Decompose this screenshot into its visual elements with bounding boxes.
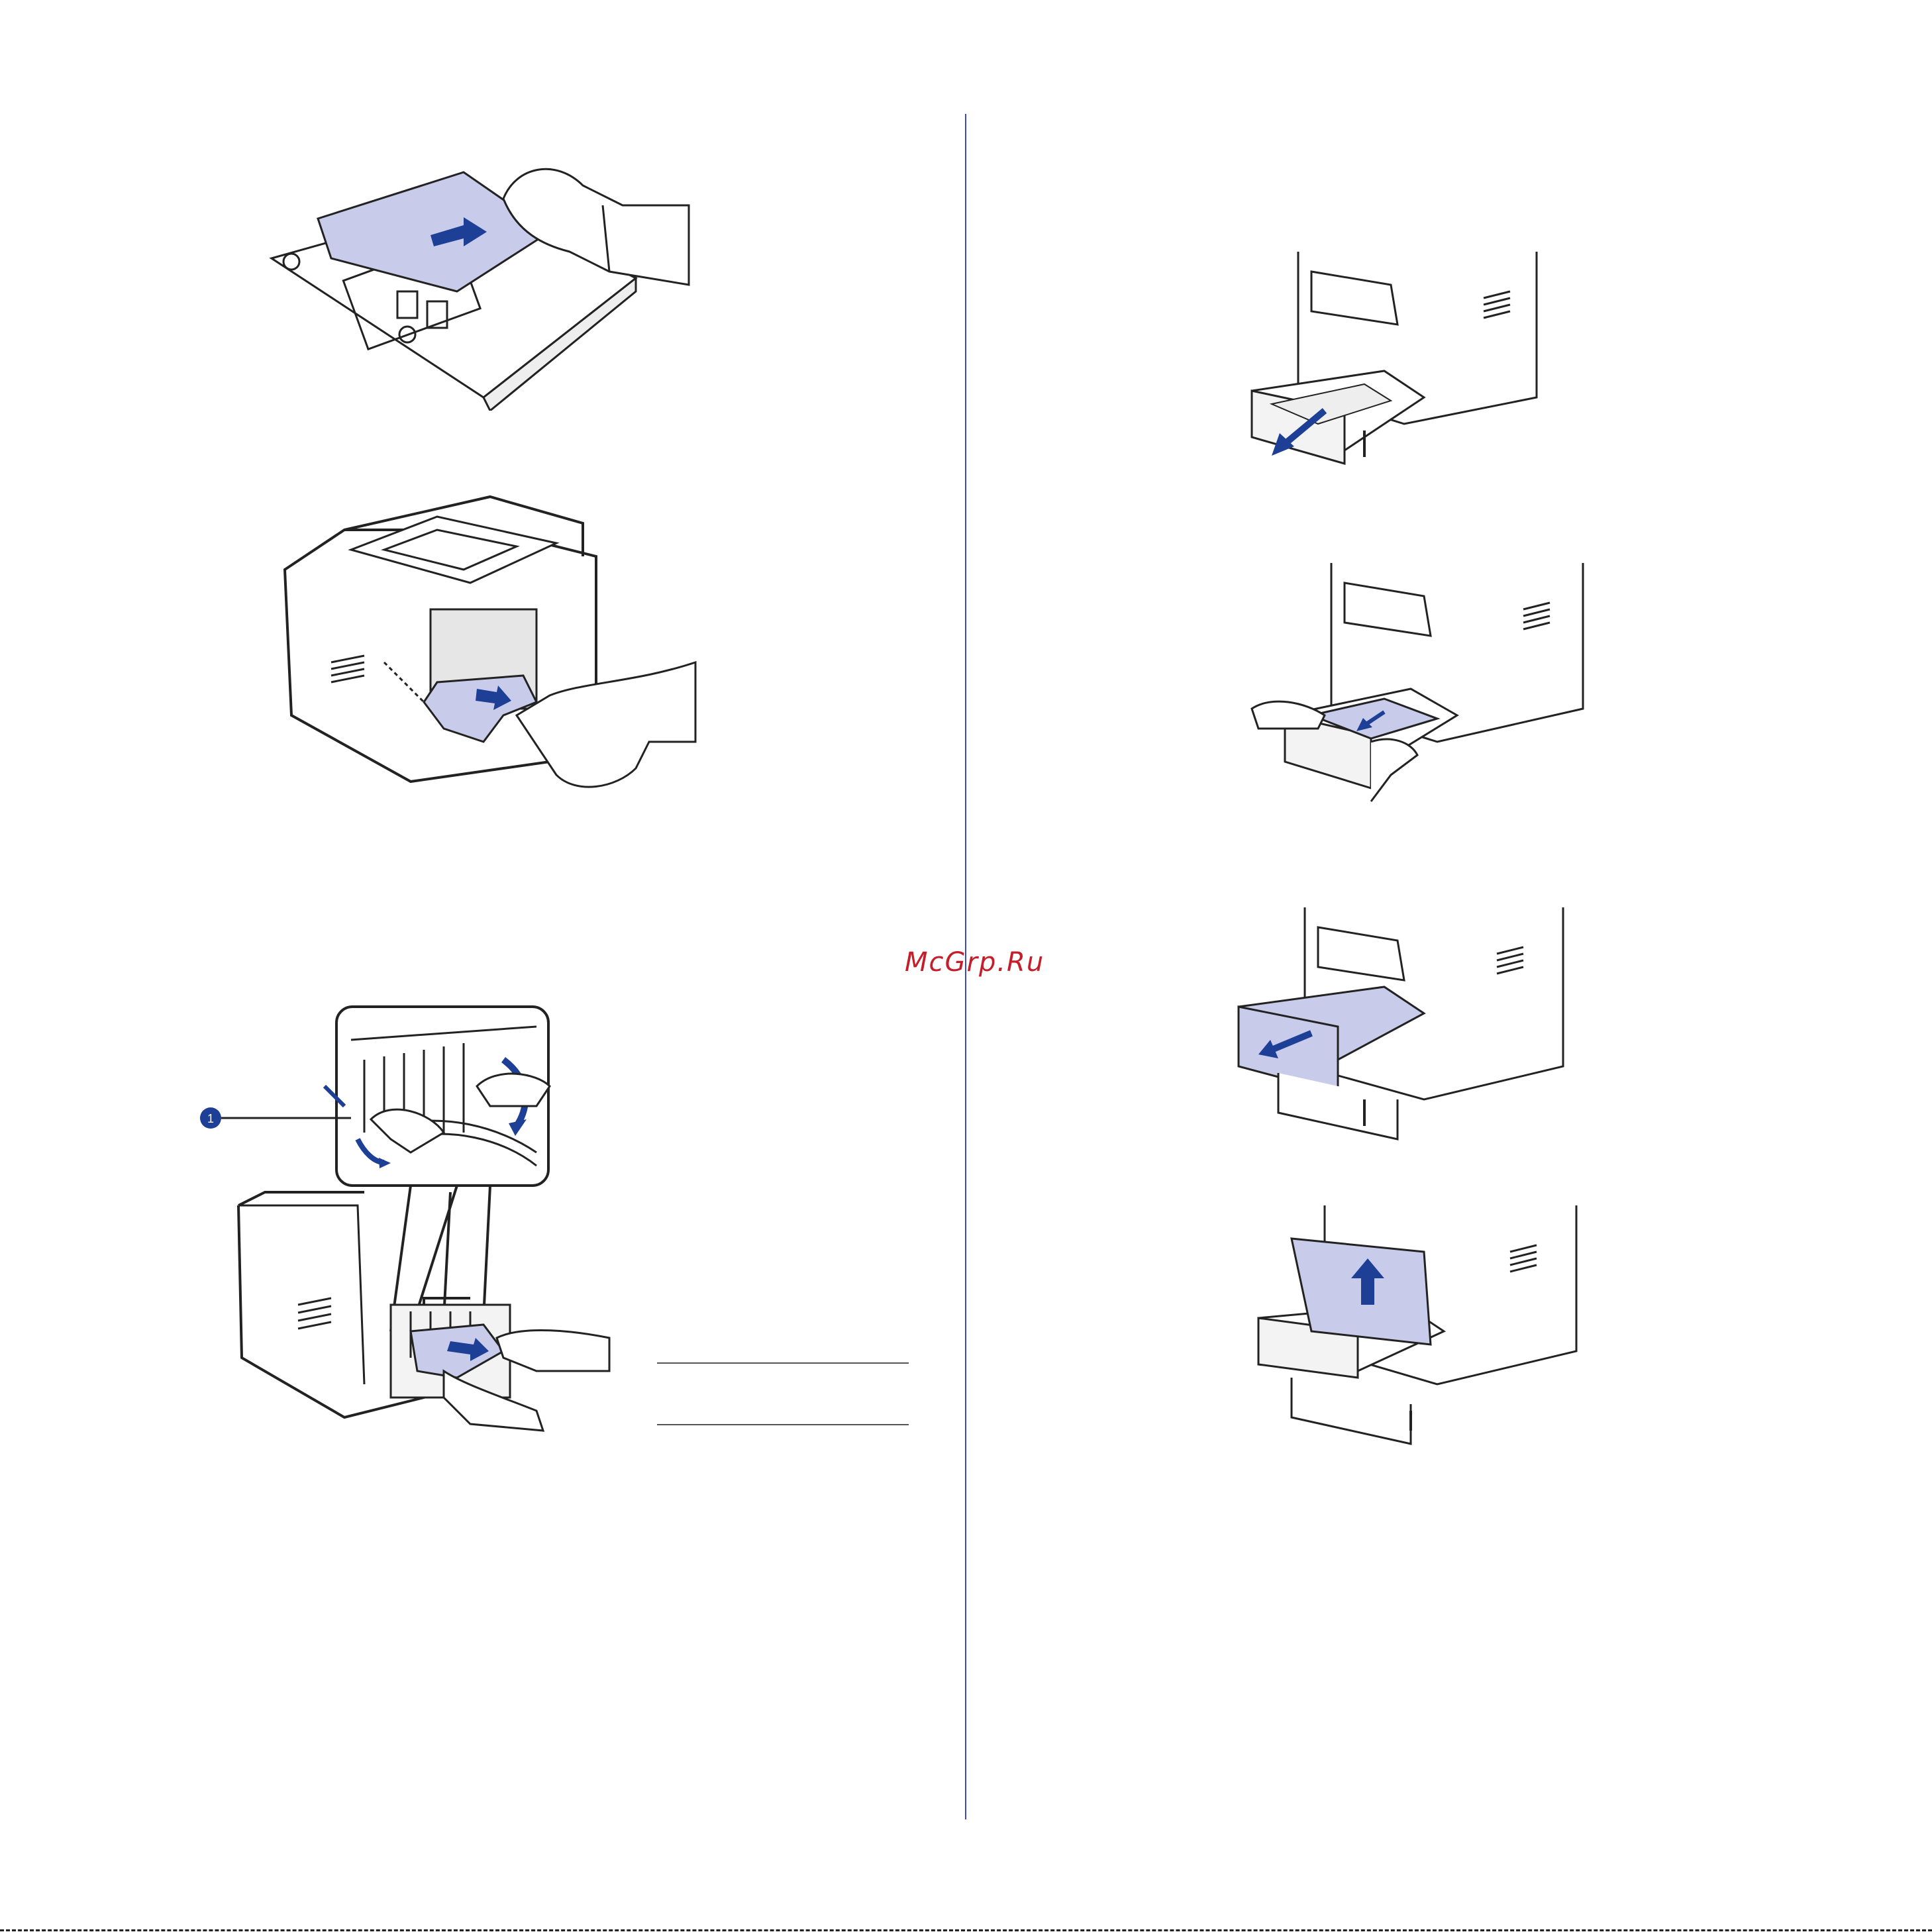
tray-icon bbox=[1232, 901, 1576, 1152]
callout-number: 1 bbox=[207, 1112, 214, 1125]
note-rule-bottom bbox=[657, 1424, 909, 1425]
watermark: McGrp.Ru bbox=[905, 947, 1044, 978]
optional-tray-paper-up-illustration bbox=[1252, 1199, 1583, 1450]
tray-icon bbox=[1245, 245, 1550, 483]
paper-jam-icon bbox=[265, 159, 702, 411]
rear-cover-fuser-levers-illustration: 1 bbox=[192, 1000, 629, 1437]
paper-jam-icon bbox=[1245, 556, 1590, 808]
page-bottom-edge bbox=[0, 1929, 1932, 1931]
note-rule-top bbox=[657, 1362, 909, 1364]
paper-jam-icon bbox=[265, 490, 702, 808]
optional-tray-pull-out-illustration bbox=[1232, 901, 1576, 1152]
scanner-glass-paper-removal-illustration bbox=[265, 159, 702, 411]
tray-pull-out-illustration bbox=[1245, 245, 1550, 483]
tray-paper-removal-illustration bbox=[1245, 556, 1590, 808]
lever-icon: 1 bbox=[192, 1000, 629, 1437]
rear-output-jam-removal-illustration bbox=[265, 490, 702, 808]
paper-jam-icon bbox=[1252, 1199, 1583, 1450]
